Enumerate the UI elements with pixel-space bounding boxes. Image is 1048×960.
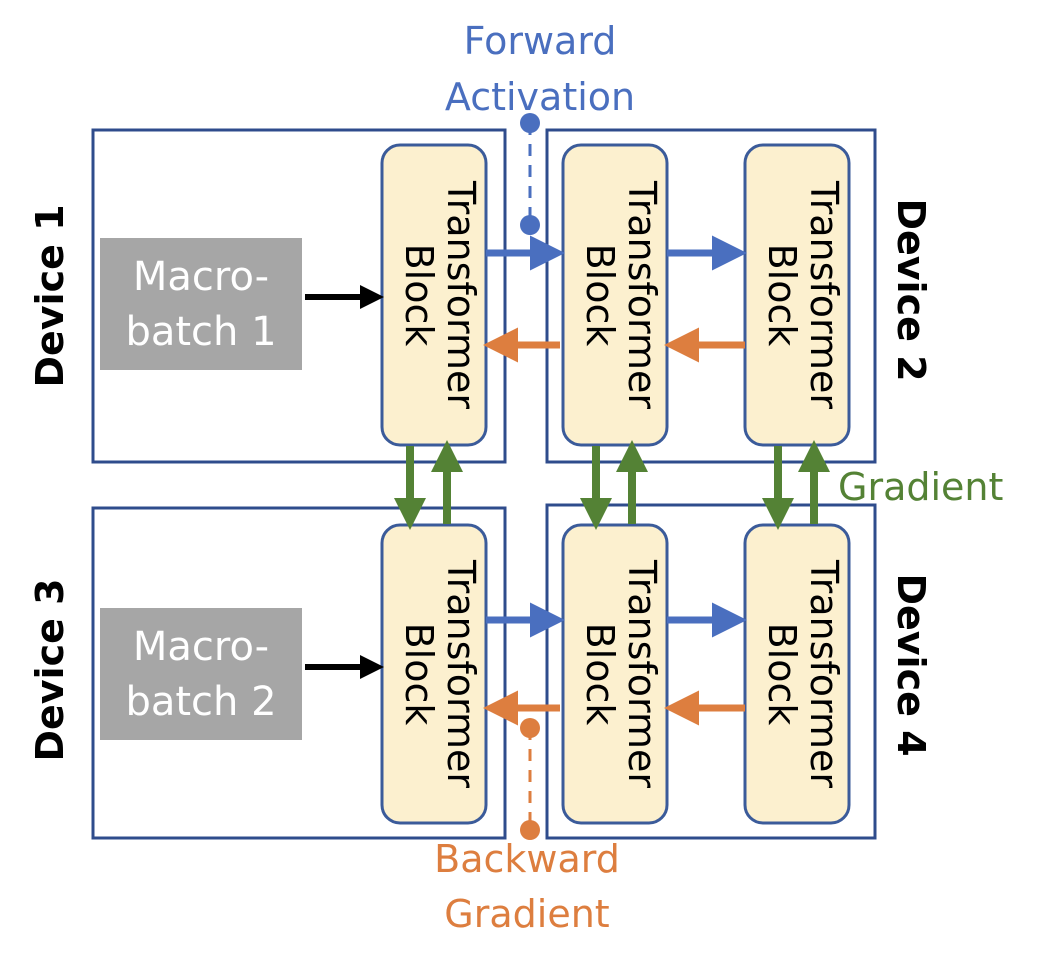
forward-activation-callout: Forward Activation: [445, 19, 635, 235]
device-1-label: Device 1: [28, 204, 72, 387]
block-label-line1: Transformer: [802, 559, 846, 788]
device-2-box: [545, 128, 877, 464]
macrobatch-1-line2: batch 1: [125, 309, 276, 355]
macrobatch-2-line1: Macro-: [133, 624, 269, 670]
block-label-line1: Transformer: [620, 180, 664, 409]
block-label-line2: Block: [760, 244, 804, 347]
block-label-line2: Block: [578, 623, 622, 726]
backward-label-line1: Backward: [434, 837, 620, 881]
forward-label-line2: Activation: [445, 75, 635, 119]
device-4-label: Device 4: [889, 573, 933, 756]
gradient-label: Gradient: [838, 465, 1003, 509]
device-3-label: Device 3: [28, 578, 72, 761]
block-label-line1: Transformer: [620, 559, 664, 788]
macrobatch-2-line2: batch 2: [125, 679, 276, 725]
block-label-line1: Transformer: [439, 180, 483, 409]
macrobatch-2: Macro- batch 2: [100, 608, 302, 740]
device-1-box: [91, 128, 507, 464]
device-3-box: [91, 506, 507, 840]
forward-label-line1: Forward: [464, 19, 617, 63]
device-4-box: [545, 503, 877, 840]
block-label-line2: Block: [397, 244, 441, 347]
macrobatch-1-line1: Macro-: [133, 254, 269, 300]
block-label-line1: Transformer: [802, 180, 846, 409]
backward-gradient-callout: Backward Gradient: [434, 718, 620, 936]
block-label-line2: Block: [397, 623, 441, 726]
block-label-line2: Block: [760, 623, 804, 726]
block-label-line2: Block: [578, 244, 622, 347]
device-2-label: Device 2: [889, 198, 933, 381]
macrobatch-1: Macro- batch 1: [100, 238, 302, 370]
backward-label-line2: Gradient: [444, 892, 609, 936]
block-label-line1: Transformer: [439, 559, 483, 788]
